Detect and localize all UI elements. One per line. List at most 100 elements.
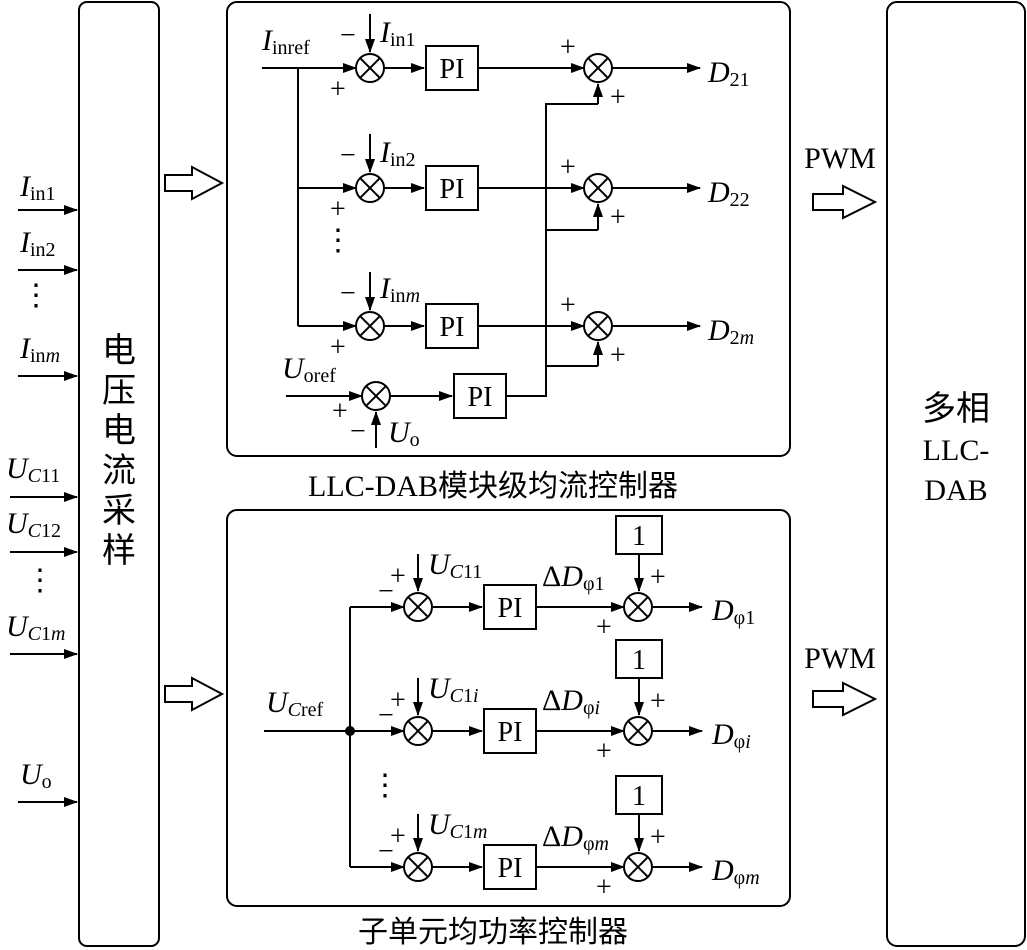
bottom-rowi-sum-junction	[403, 716, 433, 746]
svg-text:多相: 多相	[922, 390, 990, 428]
svg-text:电: 电	[102, 332, 136, 370]
bottom-rowi-pi-label: PI	[498, 717, 523, 748]
top-row2-minus: −	[340, 140, 356, 171]
bottom-output-dphi1: Dφ1	[711, 594, 755, 629]
svg-text:DAB: DAB	[924, 474, 987, 507]
top-row1-out-sum-junction	[583, 53, 613, 83]
sampling-block-label: 电 压 电 流 采 样	[102, 332, 136, 570]
top-rowm-fb-label: Iinm	[379, 272, 420, 307]
bottom-row1-fb-label: UC11	[428, 548, 482, 583]
svg-text:流: 流	[102, 452, 136, 490]
input-label-iin1: Iin1	[19, 170, 56, 205]
bottom-rowi-out-plus-left: +	[596, 736, 612, 767]
top-row1-plus: +	[330, 74, 346, 105]
bottom-row1-pi-block	[483, 584, 537, 630]
top-row1-minus: −	[340, 20, 356, 51]
pwm-label-top: PWM	[804, 142, 876, 175]
hollow-arrow-to-top-controller	[164, 165, 225, 201]
bottom-row1-sum-junction	[403, 592, 433, 622]
bottom-rowm-fb-label: UC1m	[428, 808, 487, 843]
top-rowm-pi-label: PI	[440, 312, 465, 343]
bottom-rowm-minus: −	[378, 836, 394, 867]
top-row1-sum-junction	[355, 53, 385, 83]
bottom-rowm-delta-label: ΔDφm	[542, 820, 609, 855]
input-label-uc12: UC12	[6, 507, 61, 542]
bottom-controller-caption: 子单元均功率控制器	[358, 916, 628, 949]
bottom-rowm-one-label: 1	[632, 781, 646, 812]
top-output-d22: D22	[707, 176, 750, 211]
top-rowm-plus: +	[330, 332, 346, 363]
bottom-row1-out-plus-left: +	[596, 612, 612, 643]
bottom-rowi-out-plus-top: +	[650, 686, 666, 717]
top-row1-out-plus-left: +	[560, 32, 576, 63]
bottom-rowi-delta-label: ΔDφi	[542, 684, 600, 719]
svg-text:电: 电	[102, 412, 136, 450]
bottom-output-dphii: Dφi	[711, 718, 751, 753]
bottom-rowm-pi-block	[483, 844, 537, 890]
top-rowm-pi-block	[425, 303, 479, 349]
input-label-iin2: Iin2	[19, 226, 56, 261]
top-row2-plus: +	[330, 194, 346, 225]
bottom-rowi-out-sum-junction	[623, 716, 653, 746]
svg-text:采: 采	[102, 493, 136, 530]
bottom-rowi-one-label: 1	[632, 645, 646, 676]
multiphase-llc-dab-block	[886, 1, 1026, 947]
pwm-label-bottom: PWM	[804, 642, 876, 675]
input-dots-current: ⋮	[21, 279, 51, 312]
top-iref-label: Iinref	[261, 24, 310, 59]
svg-text:LLC-: LLC-	[923, 434, 990, 467]
bottom-row1-delta-label: ΔDφ1	[542, 560, 605, 595]
top-row2-sum-junction	[355, 173, 385, 203]
bottom-row1-pi-label: PI	[498, 593, 523, 624]
input-dots-voltage: ⋮	[25, 564, 55, 597]
hollow-arrow-pwm-bottom	[812, 681, 878, 717]
top-rowm-out-plus-bottom: +	[610, 340, 626, 371]
top-rows-dots: ⋮	[323, 224, 353, 257]
top-rowm-sum-junction	[355, 311, 385, 341]
top-row2-out-sum-junction	[583, 173, 613, 203]
bottom-rowm-out-plus-top: +	[650, 822, 666, 853]
top-row2-fb-label: Iin2	[379, 136, 416, 171]
top-row2-out-plus-bottom: +	[610, 202, 626, 233]
bottom-rowi-minus: −	[378, 700, 394, 731]
top-controller-frame	[226, 1, 791, 457]
bottom-row1-out-sum-junction	[623, 592, 653, 622]
bottom-rowi-pi-block	[483, 708, 537, 754]
bottom-row1-minus: −	[378, 576, 394, 607]
svg-text:压: 压	[102, 373, 136, 410]
top-row1-out-plus-bottom: +	[610, 82, 626, 113]
top-rowm-minus: −	[340, 278, 356, 309]
top-rowm-out-sum-junction	[583, 311, 613, 341]
bottom-rowi-fb-label: UC1i	[428, 672, 479, 707]
top-voltage-pi-block	[453, 373, 507, 419]
top-row2-out-plus-left: +	[560, 152, 576, 183]
top-row2-pi-label: PI	[440, 174, 465, 205]
svg-text:样: 样	[102, 532, 136, 570]
top-voltage-plus: +	[332, 396, 348, 427]
hollow-arrow-to-bottom-controller	[164, 676, 225, 712]
top-output-d2m: D2m	[707, 314, 754, 349]
bottom-row1-one-label: 1	[632, 521, 646, 552]
bottom-row1-out-plus-top: +	[650, 562, 666, 593]
top-voltage-minus: −	[350, 416, 366, 447]
bottom-row1-one-block	[615, 515, 663, 555]
top-row1-fb-label: Iin1	[379, 16, 416, 51]
bottom-rowm-out-sum-junction	[623, 852, 653, 882]
input-label-iinm: Iinm	[19, 332, 60, 367]
top-output-d21: D21	[707, 56, 750, 91]
top-row1-pi-block	[425, 45, 479, 91]
bottom-rowm-plus: +	[390, 821, 406, 852]
sampling-block	[78, 1, 160, 947]
multiphase-llc-dab-label: 多相 LLC- DAB	[922, 390, 990, 507]
top-row2-pi-block	[425, 165, 479, 211]
top-uo-label: Uo	[388, 416, 420, 451]
bottom-rowm-out-plus-left: +	[596, 872, 612, 903]
top-rowm-out-plus-left: +	[560, 290, 576, 321]
top-voltage-sum-junction	[361, 381, 391, 411]
bottom-rowi-plus: +	[390, 685, 406, 716]
input-label-uc11: UC11	[6, 452, 60, 487]
hollow-arrow-pwm-top	[812, 184, 878, 220]
top-voltage-distribution-bus	[506, 103, 598, 397]
top-row1-pi-label: PI	[440, 54, 465, 85]
